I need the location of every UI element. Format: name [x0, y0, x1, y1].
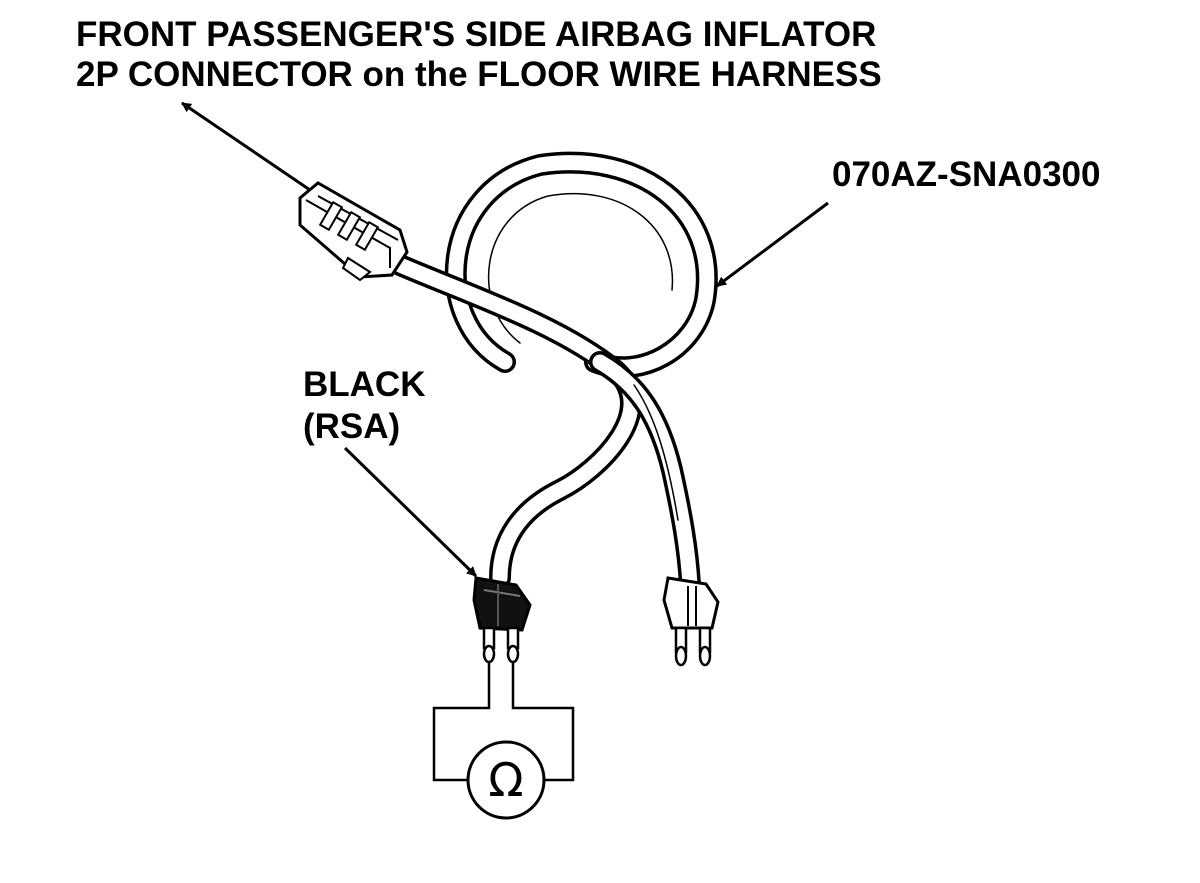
black-label: BLACK: [303, 365, 426, 404]
white-test-connector: [662, 576, 720, 667]
cable-to-white-connector: [589, 351, 701, 596]
floor-harness-2p-connector: [298, 181, 409, 282]
title-line-1: FRONT PASSENGER'S SIDE AIRBAG INFLATOR: [76, 15, 877, 54]
ohm-icon: Ω: [488, 753, 524, 807]
rsa-label: (RSA): [303, 407, 401, 446]
arrow-to-title: [181, 101, 311, 192]
ohmmeter: [466, 740, 546, 820]
leader-arrows: [181, 101, 829, 578]
arrow-to-black-connector: [343, 446, 478, 578]
arrow-to-part-number: [716, 201, 829, 288]
part-number-label: 070AZ-SNA0300: [832, 155, 1101, 194]
cable-to-black-connector: [389, 254, 642, 589]
ohmmeter-circuit: [432, 662, 575, 782]
title-line-2: 2P CONNECTOR on the FLOOR WIRE HARNESS: [76, 55, 882, 94]
black-rsa-connector: [472, 576, 532, 664]
